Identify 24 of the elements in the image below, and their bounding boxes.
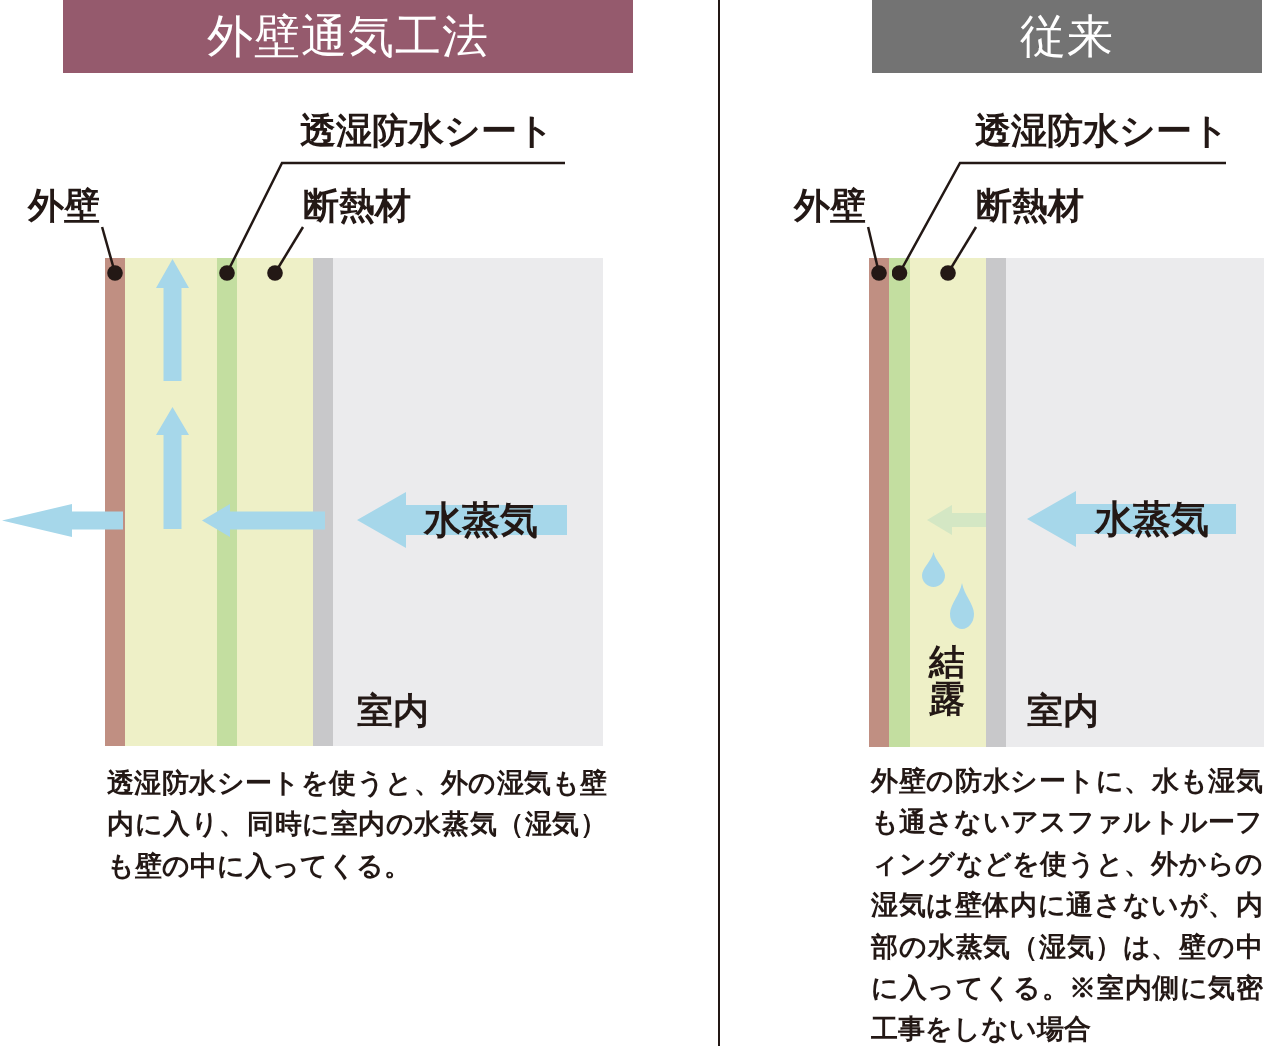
arrow-label: 水蒸気	[424, 496, 538, 544]
callout-label: 断熱材	[303, 183, 421, 227]
wall-layer	[869, 258, 889, 747]
callout-label: 外壁	[794, 183, 872, 227]
insulation-layer	[910, 258, 986, 747]
leader-line	[940, 226, 978, 281]
description-text: 外壁の防水シートに、水も湿気も通さないアスファルトルーフィングなどを使うと、外からの湿気は壁体内に通さないが、内部の水蒸気（湿気）は、壁の中に入ってくる。※室内側に気密工事をしない場合	[871, 764, 1263, 1047]
callout-label: 透湿防水シート	[282, 108, 565, 163]
sheet-layer	[889, 258, 910, 747]
description-text: 透湿防水シートを使うと、外の湿気も壁内に入り、同時に室内の水蒸気（湿気）も壁の中に入ってくる。	[107, 766, 607, 883]
vertical-label: 結露	[929, 643, 965, 717]
arrow-label: 水蒸気	[1095, 495, 1209, 543]
leader-line	[219, 161, 565, 281]
leader-line	[866, 226, 887, 281]
callout-label: 断熱材	[976, 183, 1094, 227]
header-band: 従来	[872, 0, 1262, 73]
header-band: 外壁通気工法	[63, 0, 633, 73]
area-label: 室内	[357, 688, 429, 732]
area-label: 室内	[1027, 688, 1099, 732]
leader-line	[100, 226, 123, 281]
leader-line	[267, 226, 305, 281]
callout-label: 外壁	[28, 183, 106, 227]
leader-line	[891, 161, 1226, 281]
callout-label: 透湿防水シート	[960, 108, 1226, 163]
